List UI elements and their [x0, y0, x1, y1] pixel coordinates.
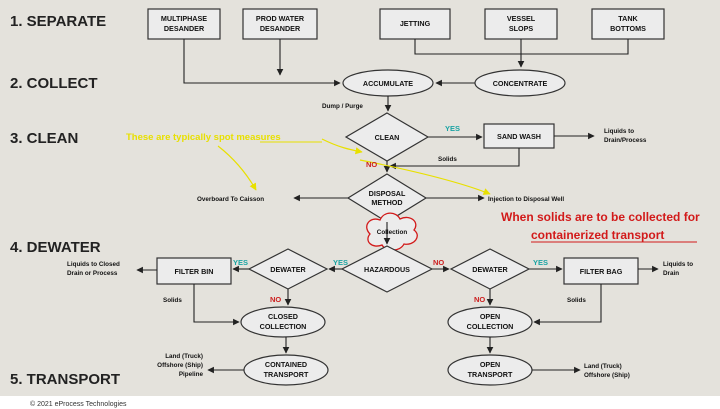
label-liquids-drain-process-2: Drain/Process	[604, 137, 647, 144]
node-multiphase-desander: MULTIPHASE DESANDER	[147, 8, 221, 40]
footer-copyright: © 2021 eProcess Technologies	[30, 400, 127, 408]
node-contained-transport: CONTAINED TRANSPORT	[243, 354, 329, 386]
label-dump-purge: Dump / Purge	[322, 103, 363, 110]
svg-text:JETTING: JETTING	[400, 19, 431, 28]
svg-text:VESSEL: VESSEL	[507, 14, 536, 23]
svg-text:CLOSED: CLOSED	[268, 312, 298, 321]
label-left-transport-1: Land (Truck)	[165, 353, 203, 360]
svg-text:TRANSPORT: TRANSPORT	[468, 370, 513, 379]
label-left-transport-2: Offshore (Ship)	[157, 362, 203, 369]
svg-text:HAZARDOUS: HAZARDOUS	[364, 265, 410, 274]
label-liquids-closed-drain-2: Drain or Process	[67, 270, 118, 277]
svg-text:SLOPS: SLOPS	[509, 24, 534, 33]
node-concentrate: CONCENTRATE	[474, 69, 566, 97]
svg-text:DISPOSAL: DISPOSAL	[369, 189, 406, 198]
label-no-hazardous: NO	[433, 258, 444, 267]
svg-text:COLLECTION: COLLECTION	[467, 322, 514, 331]
node-closed-collection: CLOSED COLLECTION	[240, 306, 326, 338]
footer-band	[0, 396, 720, 409]
label-liquids-drain-2: Drain	[663, 270, 679, 277]
svg-text:ACCUMULATE: ACCUMULATE	[363, 79, 413, 88]
svg-text:FILTER BAG: FILTER BAG	[580, 267, 623, 276]
stage-clean: 3. CLEAN	[10, 130, 78, 147]
node-sand-wash: SAND WASH	[483, 123, 555, 149]
label-no-dewater-right: NO	[474, 295, 485, 304]
svg-text:FILTER BIN: FILTER BIN	[175, 267, 214, 276]
svg-text:OPEN: OPEN	[480, 312, 500, 321]
label-injection: Injection to Disposal Well	[488, 196, 564, 203]
label-no-dewater-left: NO	[270, 295, 281, 304]
svg-text:TRANSPORT: TRANSPORT	[264, 370, 309, 379]
annotation-red-line2: containerized transport	[531, 228, 664, 242]
label-solids-filter-bag: Solids	[567, 297, 586, 304]
svg-text:MULTIPHASE: MULTIPHASE	[161, 14, 207, 23]
svg-text:COLLECTION: COLLECTION	[260, 322, 307, 331]
label-solids-sandwash: Solids	[438, 156, 457, 163]
svg-text:CONCENTRATE: CONCENTRATE	[493, 79, 548, 88]
svg-text:OPEN: OPEN	[480, 360, 500, 369]
label-overboard: Overboard To Caisson	[197, 196, 264, 203]
svg-text:METHOD: METHOD	[371, 198, 402, 207]
label-yes-dewater-left: YES	[233, 258, 248, 267]
label-liquids-closed-drain-1: Liquids to Closed	[67, 261, 120, 268]
svg-text:BOTTOMS: BOTTOMS	[610, 24, 646, 33]
node-prod-water-desander: PROD WATER DESANDER	[242, 8, 318, 40]
svg-text:Collection: Collection	[377, 229, 408, 236]
svg-text:CONTAINED: CONTAINED	[265, 360, 307, 369]
node-hazardous: HAZARDOUS	[340, 245, 434, 293]
svg-text:TANK: TANK	[618, 14, 638, 23]
svg-text:SAND WASH: SAND WASH	[497, 132, 541, 141]
connectors	[136, 39, 659, 374]
stage-dewater: 4. DEWATER	[10, 239, 101, 256]
label-no-clean: NO	[366, 160, 377, 169]
node-accumulate: ACCUMULATE	[342, 69, 434, 97]
label-right-transport-2: Offshore (Ship)	[584, 372, 630, 379]
node-filter-bin: FILTER BIN	[156, 257, 232, 285]
svg-text:DESANDER: DESANDER	[164, 24, 205, 33]
svg-text:DEWATER: DEWATER	[472, 265, 508, 274]
label-yes-clean: YES	[445, 124, 460, 133]
stage-separate: 1. SEPARATE	[10, 13, 106, 30]
label-right-transport-1: Land (Truck)	[584, 363, 622, 370]
label-liquids-drain-1: Liquids to	[663, 261, 693, 268]
label-yes-dewater-right: YES	[533, 258, 548, 267]
annotation-spot-measures: These are typically spot measures	[126, 132, 281, 143]
label-yes-hazardous: YES	[333, 258, 348, 267]
stage-transport: 5. TRANSPORT	[10, 371, 120, 388]
node-filter-bag: FILTER BAG	[563, 257, 639, 285]
node-open-transport: OPEN TRANSPORT	[447, 354, 533, 386]
label-liquids-drain-process-1: Liquids to	[604, 128, 634, 135]
label-solids-filter-bin: Solids	[163, 297, 182, 304]
node-collection-cloud: Collection	[366, 212, 418, 251]
svg-text:DEWATER: DEWATER	[270, 265, 306, 274]
svg-text:CLEAN: CLEAN	[375, 133, 400, 142]
label-left-transport-3: Pipeline	[179, 371, 204, 378]
annotation-red-line1: When solids are to be collected for	[501, 210, 700, 224]
node-open-collection: OPEN COLLECTION	[447, 306, 533, 338]
svg-text:DESANDER: DESANDER	[260, 24, 301, 33]
node-vessel-slops: VESSEL SLOPS	[484, 8, 558, 40]
stage-collect: 2. COLLECT	[10, 75, 98, 92]
node-jetting: JETTING	[379, 8, 451, 40]
node-tank-bottoms: TANK BOTTOMS	[591, 8, 665, 40]
svg-text:PROD WATER: PROD WATER	[256, 14, 305, 23]
